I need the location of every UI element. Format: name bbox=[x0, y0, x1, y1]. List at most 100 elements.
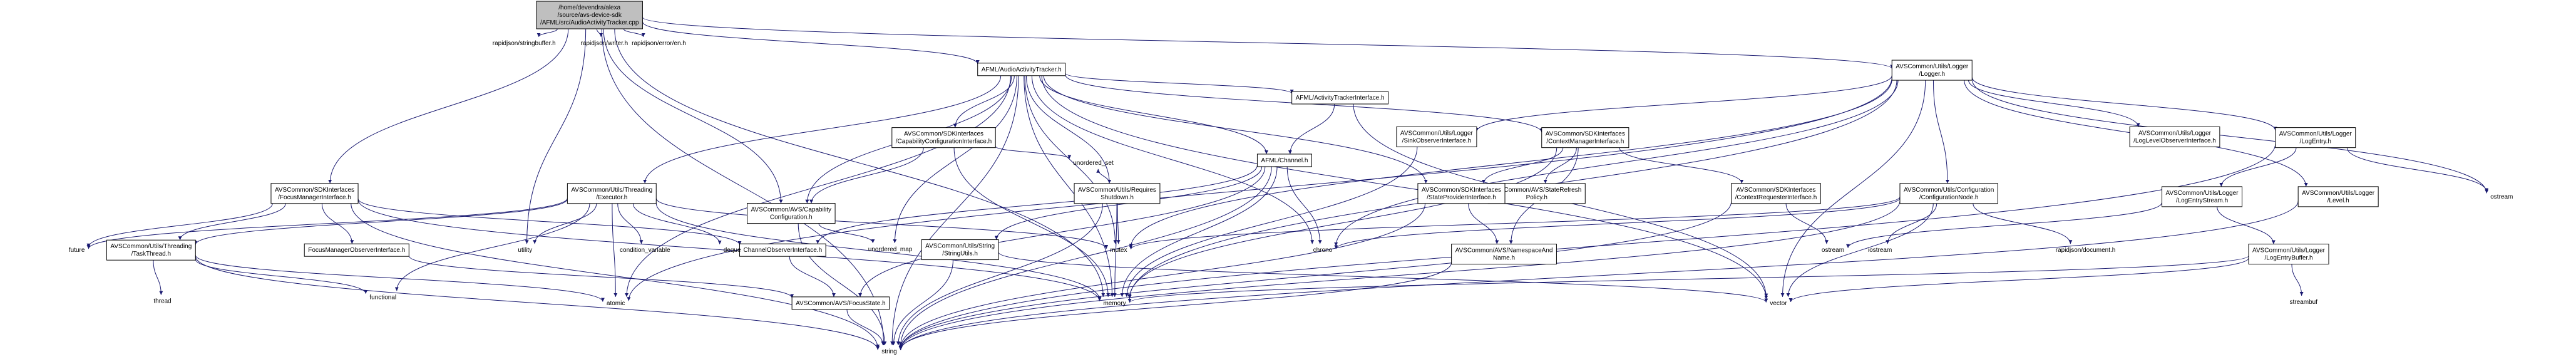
node-label: /LogLevelObserverInterface.h bbox=[2133, 137, 2216, 144]
node-ati[interactable]: AFML/ActivityTrackerInterface.h bbox=[1291, 91, 1389, 105]
edge-reqsd-to-mutex bbox=[1116, 203, 1121, 244]
node-sinkobs[interactable]: AVSCommon/Utils/Logger/SinkObserverInter… bbox=[1396, 126, 1477, 147]
node-label: thread bbox=[153, 298, 171, 305]
edge-cfgnode-to-string bbox=[898, 200, 1901, 350]
node-condvar: condition_variable bbox=[620, 247, 670, 254]
node-future: future bbox=[69, 247, 85, 254]
edge-nan-to-string bbox=[898, 262, 1452, 350]
node-label: deque bbox=[724, 247, 741, 254]
edge-root-to-fmi bbox=[328, 28, 569, 184]
node-box bbox=[2129, 126, 2220, 147]
node-label: mutex bbox=[1110, 247, 1127, 254]
node-label: AVSCommon/Utils/Logger bbox=[2302, 190, 2375, 197]
node-label: /LogEntryStream.h bbox=[2176, 197, 2228, 204]
node-box bbox=[1074, 183, 1161, 204]
node-label: AVSCommon/Utils/String bbox=[925, 243, 995, 250]
edge-spi-to-nan bbox=[1468, 203, 1499, 244]
node-ostream2: ostream bbox=[1822, 247, 1844, 254]
edge-cmi-to-cri bbox=[1619, 147, 1744, 184]
node-cmi[interactable]: AVSCommon/SDKInterfaces/ContextManagerIn… bbox=[1541, 127, 1629, 148]
node-rjdoc: rapidjson/document.h bbox=[2056, 247, 2116, 254]
edge-focusstate-to-string bbox=[846, 309, 885, 346]
node-label: AVSCommon/Utils/Requires bbox=[1078, 187, 1156, 194]
edge-exec-to-atomic bbox=[612, 203, 618, 297]
edge-stru-to-string bbox=[891, 259, 953, 346]
node-functional: functional bbox=[369, 294, 396, 301]
node-label: AVSCommon/Utils/Logger bbox=[1400, 130, 1474, 137]
node-box bbox=[1451, 244, 1557, 265]
node-fmi[interactable]: AVSCommon/SDKInterfaces/FocusManagerInte… bbox=[270, 183, 359, 204]
node-label: AVSCommon/Utils/Logger bbox=[2252, 247, 2326, 254]
node-fmoi[interactable]: FocusManagerObserverInterface.h bbox=[304, 243, 409, 257]
node-coi[interactable]: ChannelObserverInterface.h bbox=[739, 243, 826, 257]
node-chrono: chrono bbox=[1313, 247, 1333, 254]
edge-fmoi-to-focusstate bbox=[408, 256, 794, 298]
node-label: ChannelObserverInterface.h bbox=[744, 247, 823, 254]
node-spi[interactable]: AVSCommon/SDKInterfaces/StateProviderInt… bbox=[1417, 183, 1506, 204]
node-label: AFML/ActivityTrackerInterface.h bbox=[1296, 95, 1385, 101]
edge-cfgnode-to-iostream bbox=[1886, 203, 1937, 244]
node-root[interactable]: /home/devendra/alexa/source/avs-device-s… bbox=[536, 1, 643, 29]
node-lloi[interactable]: AVSCommon/Utils/Logger/LogLevelObserverI… bbox=[2129, 126, 2220, 147]
node-label: unordered_map bbox=[868, 246, 913, 253]
edge-logger-to-vector bbox=[1780, 80, 1926, 297]
node-label: /SinkObserverInterface.h bbox=[1402, 137, 1472, 144]
node-leb[interactable]: AVSCommon/Utils/Logger/LogEntryBuffer.h bbox=[2248, 244, 2329, 265]
edge-exec-to-mutex bbox=[655, 198, 1109, 249]
node-string: string bbox=[881, 348, 896, 355]
node-box bbox=[1891, 60, 1973, 81]
edge-reqsd-to-string bbox=[896, 203, 1103, 346]
edge-cfgnode-to-mutex bbox=[1129, 196, 1901, 250]
node-label: /source/avs-device-sdk bbox=[558, 12, 622, 19]
node-level[interactable]: AVSCommon/Utils/Logger/Level.h bbox=[2297, 186, 2379, 207]
edge-cmi-to-spi bbox=[1482, 147, 1564, 184]
node-rj_w: rapidjson/writer.h bbox=[581, 40, 629, 47]
node-stru[interactable]: AVSCommon/Utils/String/StringUtils.h bbox=[921, 239, 999, 261]
node-capcfgi[interactable]: AVSCommon/SDKInterfaces/CapabilityConfig… bbox=[891, 127, 996, 148]
edge-leb-to-memory bbox=[1127, 255, 2249, 303]
node-box bbox=[1396, 126, 1477, 147]
node-focusstate[interactable]: AVSCommon/AVS/FocusState.h bbox=[791, 296, 890, 310]
node-label: AVSCommon/AVS/NamespaceAnd bbox=[1455, 247, 1553, 254]
node-logger[interactable]: AVSCommon/Utils/Logger/Logger.h bbox=[1891, 60, 1973, 81]
node-label: /StateProviderInterface.h bbox=[1427, 194, 1496, 201]
node-capcfg[interactable]: AVSCommon/AVS/CapabilityConfiguration.h bbox=[746, 203, 836, 224]
node-aat[interactable]: AFML/AudioActivityTracker.h bbox=[977, 63, 1066, 76]
node-ostream: ostream bbox=[2490, 194, 2513, 200]
edge-aat-to-vector bbox=[1041, 75, 1768, 299]
node-cri[interactable]: AVSCommon/SDKInterfaces/ContextRequester… bbox=[1731, 183, 1821, 204]
node-label: Configuration.h bbox=[770, 214, 813, 221]
node-box bbox=[1541, 127, 1629, 148]
edge-fmi-to-fmoi bbox=[321, 203, 354, 244]
node-logentry[interactable]: AVSCommon/Utils/Logger/LogEntry.h bbox=[2275, 127, 2356, 148]
edge-taskthread-to-thread bbox=[153, 260, 163, 295]
edge-root-to-rj_w bbox=[596, 28, 603, 37]
edge-aat-to-reqsd bbox=[1025, 75, 1112, 184]
node-label: /Logger.h bbox=[1919, 71, 1945, 78]
node-label: /home/devendra/alexa bbox=[558, 4, 620, 11]
node-label: chrono bbox=[1313, 247, 1333, 254]
node-channel[interactable]: AFML/Channel.h bbox=[1256, 153, 1312, 167]
node-les[interactable]: AVSCommon/Utils/Logger/LogEntryStream.h bbox=[2162, 186, 2243, 207]
node-cfgnode[interactable]: AVSCommon/Utils/Configuration/Configurat… bbox=[1899, 183, 1998, 204]
edge-coi-to-focusstate bbox=[789, 256, 836, 297]
node-taskthread[interactable]: AVSCommon/Utils/Threading/TaskThread.h bbox=[106, 239, 196, 261]
node-box bbox=[739, 243, 826, 257]
edge-level-to-string bbox=[898, 200, 2299, 351]
node-exec[interactable]: AVSCommon/Utils/Threading/Executor.h bbox=[567, 183, 657, 204]
node-label: future bbox=[69, 247, 85, 254]
node-streambuf: streambuf bbox=[2290, 299, 2318, 306]
node-label: Policy.h bbox=[1526, 194, 1547, 201]
node-label: rapidjson/error/en.h bbox=[632, 40, 686, 47]
edge-aat-to-memory bbox=[1024, 75, 1114, 297]
node-atomic: atomic bbox=[607, 300, 625, 307]
edge-reqsd-to-unordset bbox=[1096, 169, 1110, 184]
edges-layer bbox=[86, 17, 2489, 351]
edge-logger-to-atomic bbox=[627, 77, 1892, 301]
edge-logentry-to-string bbox=[898, 143, 2276, 350]
node-rj_e: rapidjson/error/en.h bbox=[632, 40, 686, 47]
edge-les-to-leb bbox=[2217, 206, 2276, 244]
node-label: AVSCommon/Utils/Threading bbox=[110, 243, 192, 250]
